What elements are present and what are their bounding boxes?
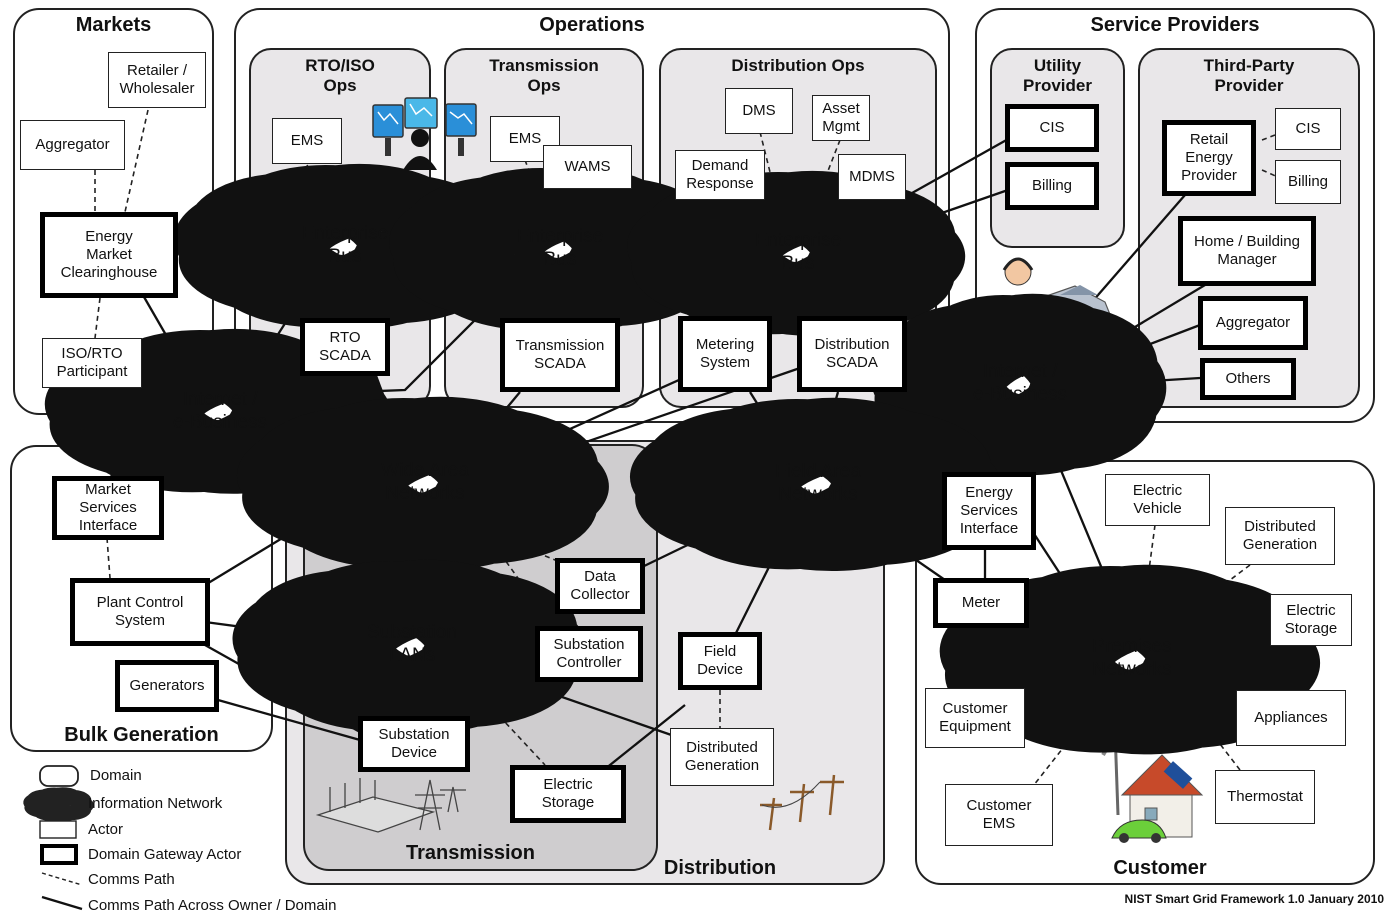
- billing-utility-gateway: Billing: [1005, 162, 1099, 210]
- field-device-gateway: Field Device: [678, 632, 762, 690]
- third-party-provider-title: Third-Party Provider: [1203, 56, 1295, 95]
- bulk-generation-title: Bulk Generation: [64, 724, 219, 746]
- rto-iso-ops-title: RTO/ISO Ops: [305, 56, 375, 95]
- legend-comms-path-label: Comms Path: [88, 871, 175, 888]
- data-collector-gateway: Data Collector: [555, 558, 645, 614]
- distribution-title: Distribution: [663, 857, 777, 879]
- customer-title: Customer: [1113, 857, 1207, 879]
- field-area-networks-cloud: [731, 446, 901, 523]
- substation-towers-icon: [315, 778, 466, 833]
- distribution-scada-gateway: Distribution SCADA: [797, 316, 907, 392]
- legend-domain-gateway-actor-label: Domain Gateway Actor: [88, 846, 242, 863]
- metering-system-gateway: Metering System: [678, 316, 772, 392]
- legend-actor-label: Actor: [88, 821, 124, 838]
- billing-third-party-actor: Billing: [1275, 160, 1341, 204]
- rto-scada-gateway: RTO SCADA: [300, 318, 390, 376]
- smart-home-icon: [1101, 704, 1204, 843]
- thermostat-actor: Thermostat: [1215, 770, 1315, 824]
- meter-gateway: Meter: [933, 578, 1029, 628]
- wams-actor: WAMS: [543, 145, 632, 189]
- market-services-interface-gateway: Market Services Interface: [52, 476, 164, 540]
- distribution-ops-title: Distribution Ops: [731, 56, 865, 75]
- markets-title: Markets: [75, 14, 152, 36]
- distributed-generation-distribution-actor: Distributed Generation: [670, 728, 774, 786]
- source-credit: NIST Smart Grid Framework 1.0 January 20…: [1124, 892, 1384, 906]
- generators-gateway: Generators: [115, 660, 219, 712]
- ems-rto-actor: EMS: [272, 118, 342, 164]
- substation-lans-cloud: [329, 608, 491, 685]
- aggregator-third-party-gateway: Aggregator: [1198, 296, 1308, 350]
- service-providers-domain: [975, 8, 1375, 423]
- cis-third-party-actor: CIS: [1275, 108, 1341, 150]
- retail-energy-provider-gateway: Retail Energy Provider: [1162, 120, 1256, 196]
- distributed-generation-customer-actor: Distributed Generation: [1225, 507, 1335, 565]
- iso-rto-participant-actor: ISO/RTO Participant: [42, 338, 142, 388]
- utility-poles-icon: [760, 774, 844, 831]
- energy-services-interface-gateway: Energy Services Interface: [942, 472, 1036, 550]
- enterprise-bus-distribution-cloud: [719, 217, 873, 290]
- customer-ems-actor: Customer EMS: [945, 784, 1053, 846]
- premises-networks-cloud: [1043, 618, 1216, 702]
- internet-ebusiness-right-cloud: [951, 344, 1086, 424]
- appliances-actor: Appliances: [1236, 690, 1346, 746]
- dms-actor: DMS: [725, 88, 793, 134]
- energy-market-clearinghouse-gateway: Energy Market Clearinghouse: [40, 212, 178, 298]
- transmission-scada-gateway: Transmission SCADA: [500, 318, 620, 392]
- legend-domain-label: Domain: [90, 767, 142, 784]
- operations-title: Operations: [539, 14, 645, 36]
- retailer-wholesaler-actor: Retailer / Wholesaler: [108, 52, 206, 108]
- substation-controller-gateway: Substation Controller: [535, 626, 643, 682]
- transmission-title: Transmission: [406, 842, 535, 864]
- demand-response-actor: Demand Response: [675, 150, 765, 200]
- enterprise-bus-transmission-cloud: [481, 213, 635, 286]
- wide-area-networks-cloud: [338, 445, 508, 522]
- electric-vehicle-actor: Electric Vehicle: [1105, 474, 1210, 526]
- plant-control-system-gateway: Plant Control System: [70, 578, 210, 646]
- home-building-manager-gateway: Home / Building Manager: [1178, 216, 1316, 286]
- others-gateway: Others: [1200, 358, 1296, 400]
- legend-comms-path-across-label: Comms Path Across Owner / Domain: [88, 897, 337, 914]
- customer-equipment-actor: Customer Equipment: [925, 688, 1025, 748]
- operator-workstation-icon: [372, 97, 477, 170]
- customer-domain: [915, 460, 1375, 885]
- asset-mgmt-actor: Asset Mgmt: [812, 95, 870, 141]
- cis-utility-gateway: CIS: [1005, 104, 1099, 152]
- legend-shapes: [39, 765, 82, 911]
- legend-information-network-label: Information Network: [88, 795, 223, 812]
- utility-provider-title: Utility Provider: [1023, 56, 1092, 95]
- mdms-actor: MDMS: [838, 154, 906, 200]
- service-providers-title: Service Providers: [1090, 14, 1260, 36]
- aggregator-markets-actor: Aggregator: [20, 120, 125, 170]
- electric-storage-customer-actor: Electric Storage: [1270, 594, 1352, 646]
- transmission-ops-title: Transmission Ops: [489, 56, 599, 95]
- substation-device-gateway: Substation Device: [358, 716, 470, 772]
- electric-storage-gateway: Electric Storage: [510, 765, 626, 823]
